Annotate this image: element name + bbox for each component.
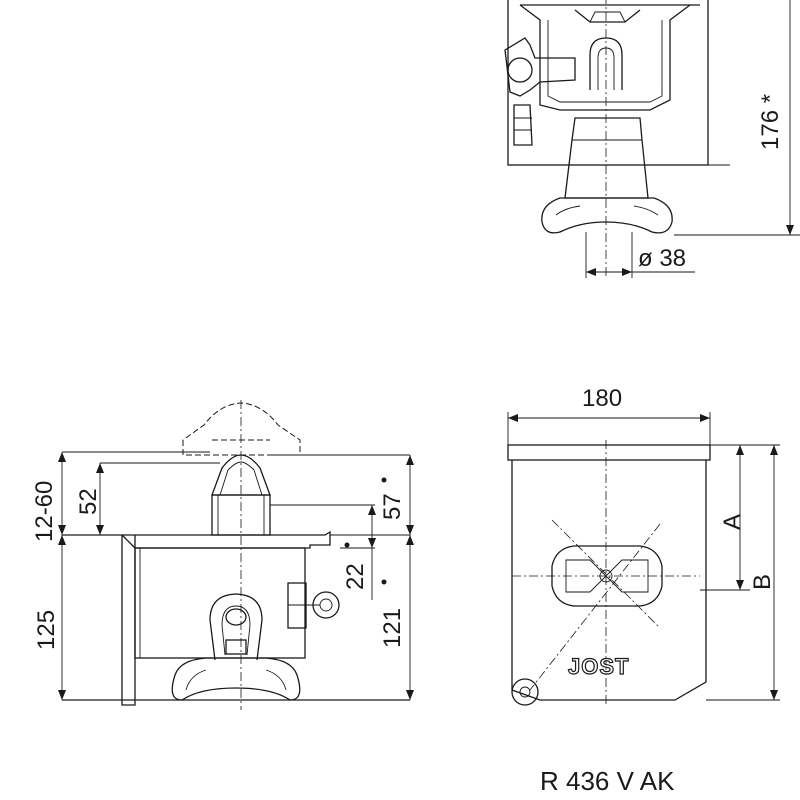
top-view-column [564, 117, 649, 199]
top-view-foot [541, 197, 673, 234]
side-body [134, 547, 306, 659]
dim-52: 52 [75, 488, 102, 515]
dim-b: B [749, 574, 776, 590]
dim-height-176: 176 * [757, 94, 784, 150]
dim-a: A [719, 514, 746, 530]
dim-57: 57 [379, 493, 406, 520]
dim-diameter-38: ø 38 [638, 245, 686, 272]
front-knob-icon [511, 678, 539, 706]
front-cap [507, 444, 711, 461]
top-view [504, 0, 800, 278]
side-bracket [121, 535, 136, 706]
front-view: JOST [507, 412, 780, 706]
dim-adjust-12-60: 12-60 [31, 481, 58, 542]
dim-22: 22 [342, 563, 369, 590]
dim-121: 121 [379, 608, 406, 648]
lever-icon [504, 37, 576, 97]
model-label: R 436 V AK [540, 766, 675, 796]
raised-cap-dashed [182, 402, 301, 456]
side-view [58, 400, 414, 710]
knob-icon [312, 591, 340, 619]
dim-125: 125 [33, 610, 60, 650]
front-plate [551, 545, 663, 607]
front-body [511, 460, 707, 701]
jost-logo: JOST [568, 654, 629, 679]
side-handle [209, 593, 263, 661]
dim-width-180: 180 [582, 385, 622, 412]
